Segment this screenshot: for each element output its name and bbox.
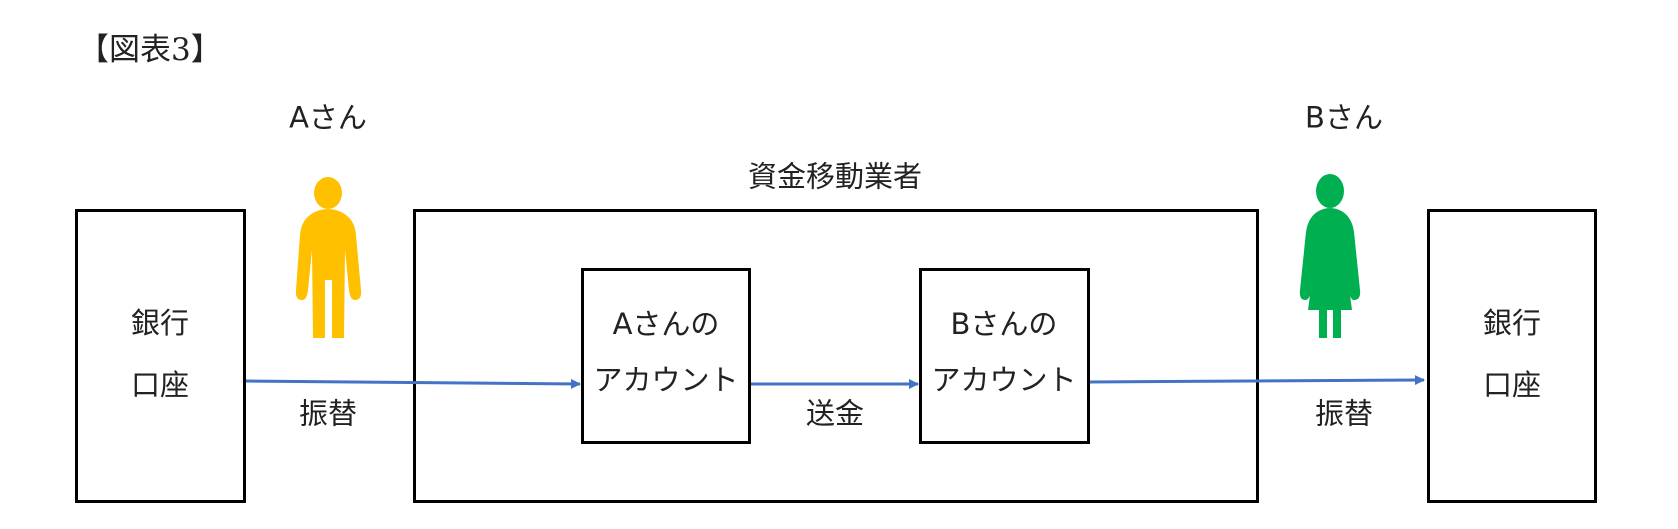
remit-label: 送金 xyxy=(805,396,865,431)
bank-right-text: 銀行 口座 xyxy=(1483,300,1541,404)
account-b-line1: Bさんの xyxy=(950,307,1058,341)
account-b-box xyxy=(919,268,1090,444)
transfer-arrow-right xyxy=(1089,375,1425,386)
person-a-label: Aさん xyxy=(289,100,367,135)
transfer-label-right: 振替 xyxy=(1314,396,1374,431)
account-a-box xyxy=(581,268,751,444)
account-b-line2: アカウント xyxy=(931,363,1077,397)
account-a-text: Aさんの アカウント xyxy=(593,301,738,399)
person-b-label: Bさん xyxy=(1305,100,1383,135)
bank-account-left xyxy=(75,209,246,503)
bank-left-line2: 口座 xyxy=(130,368,190,402)
provider-label: 資金移動業者 xyxy=(747,159,923,194)
bank-left-line1: 銀行 xyxy=(130,306,190,340)
person-a-icon xyxy=(295,177,362,338)
account-a-line1: Aさんの xyxy=(612,307,720,341)
figure-title: 【図表3】 xyxy=(78,32,222,68)
person-b-icon xyxy=(1299,174,1361,338)
transfer-arrow-left xyxy=(245,378,581,389)
bank-left-text: 銀行 口座 xyxy=(131,300,189,404)
account-b-text: Bさんの アカウント xyxy=(931,301,1076,399)
account-a-line2: アカウント xyxy=(593,363,739,397)
fund-transfer-provider-box xyxy=(413,209,1259,503)
bank-right-line2: 口座 xyxy=(1482,368,1542,402)
transfer-label-left: 振替 xyxy=(298,396,358,431)
bank-account-right xyxy=(1427,209,1597,503)
bank-right-line1: 銀行 xyxy=(1482,306,1542,340)
